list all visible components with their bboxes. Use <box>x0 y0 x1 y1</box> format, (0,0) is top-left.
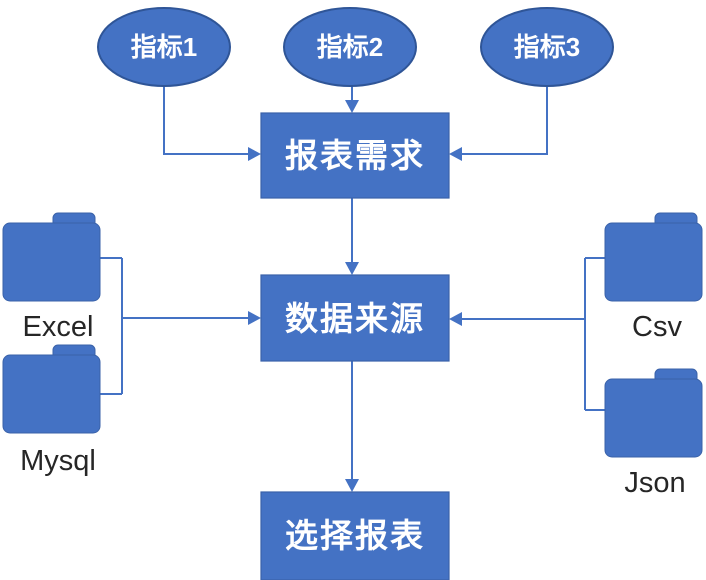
select-report-label: 选择报表 <box>285 517 425 554</box>
indicator-3-label: 指标3 <box>514 32 580 62</box>
report-requirement-box <box>260 112 450 199</box>
select-report-box <box>260 491 450 580</box>
json-folder-icon <box>604 378 703 458</box>
node-csv: Csv <box>604 212 703 343</box>
data-source-box <box>260 274 450 362</box>
node-data-source: 数据来源 <box>260 274 450 362</box>
indicator-2-ellipse <box>283 7 417 87</box>
node-mysql: Mysql <box>2 344 101 477</box>
csv-folder-icon <box>604 222 703 302</box>
indicator-3-ellipse <box>480 7 614 87</box>
csv-label: Csv <box>632 311 682 343</box>
connector-indicator3-to-report <box>461 87 548 155</box>
mysql-label: Mysql <box>20 445 96 477</box>
connectors <box>100 86 605 492</box>
arrowhead-into-datasource-left <box>248 311 261 325</box>
arrowhead-into-selectreport-top <box>345 479 359 492</box>
node-indicator-3: 指标3 <box>480 7 614 87</box>
report-requirement-label: 报表需求 <box>285 137 425 174</box>
arrowhead-into-datasource-right <box>449 312 462 326</box>
excel-folder-icon <box>2 222 101 302</box>
arrowhead-into-datasource-top <box>345 262 359 275</box>
indicator-2-label: 指标2 <box>317 32 383 62</box>
arrowhead-into-report-top <box>345 100 359 113</box>
node-excel: Excel <box>2 212 101 343</box>
json-label: Json <box>624 467 685 499</box>
indicator-1-label: 指标1 <box>131 32 197 62</box>
node-report-requirement: 报表需求 <box>260 112 450 199</box>
data-source-label: 数据来源 <box>285 300 425 337</box>
mysql-folder-icon <box>2 354 101 434</box>
arrowhead-into-report-right <box>449 147 462 161</box>
node-indicator-1: 指标1 <box>97 7 231 87</box>
excel-label: Excel <box>23 311 94 343</box>
node-indicator-2: 指标2 <box>283 7 417 87</box>
node-json: Json <box>604 368 703 499</box>
node-select-report: 选择报表 <box>260 491 450 580</box>
connector-indicator1-to-report <box>163 86 249 155</box>
arrowhead-into-report-left <box>248 147 261 161</box>
indicator-1-ellipse <box>97 7 231 87</box>
